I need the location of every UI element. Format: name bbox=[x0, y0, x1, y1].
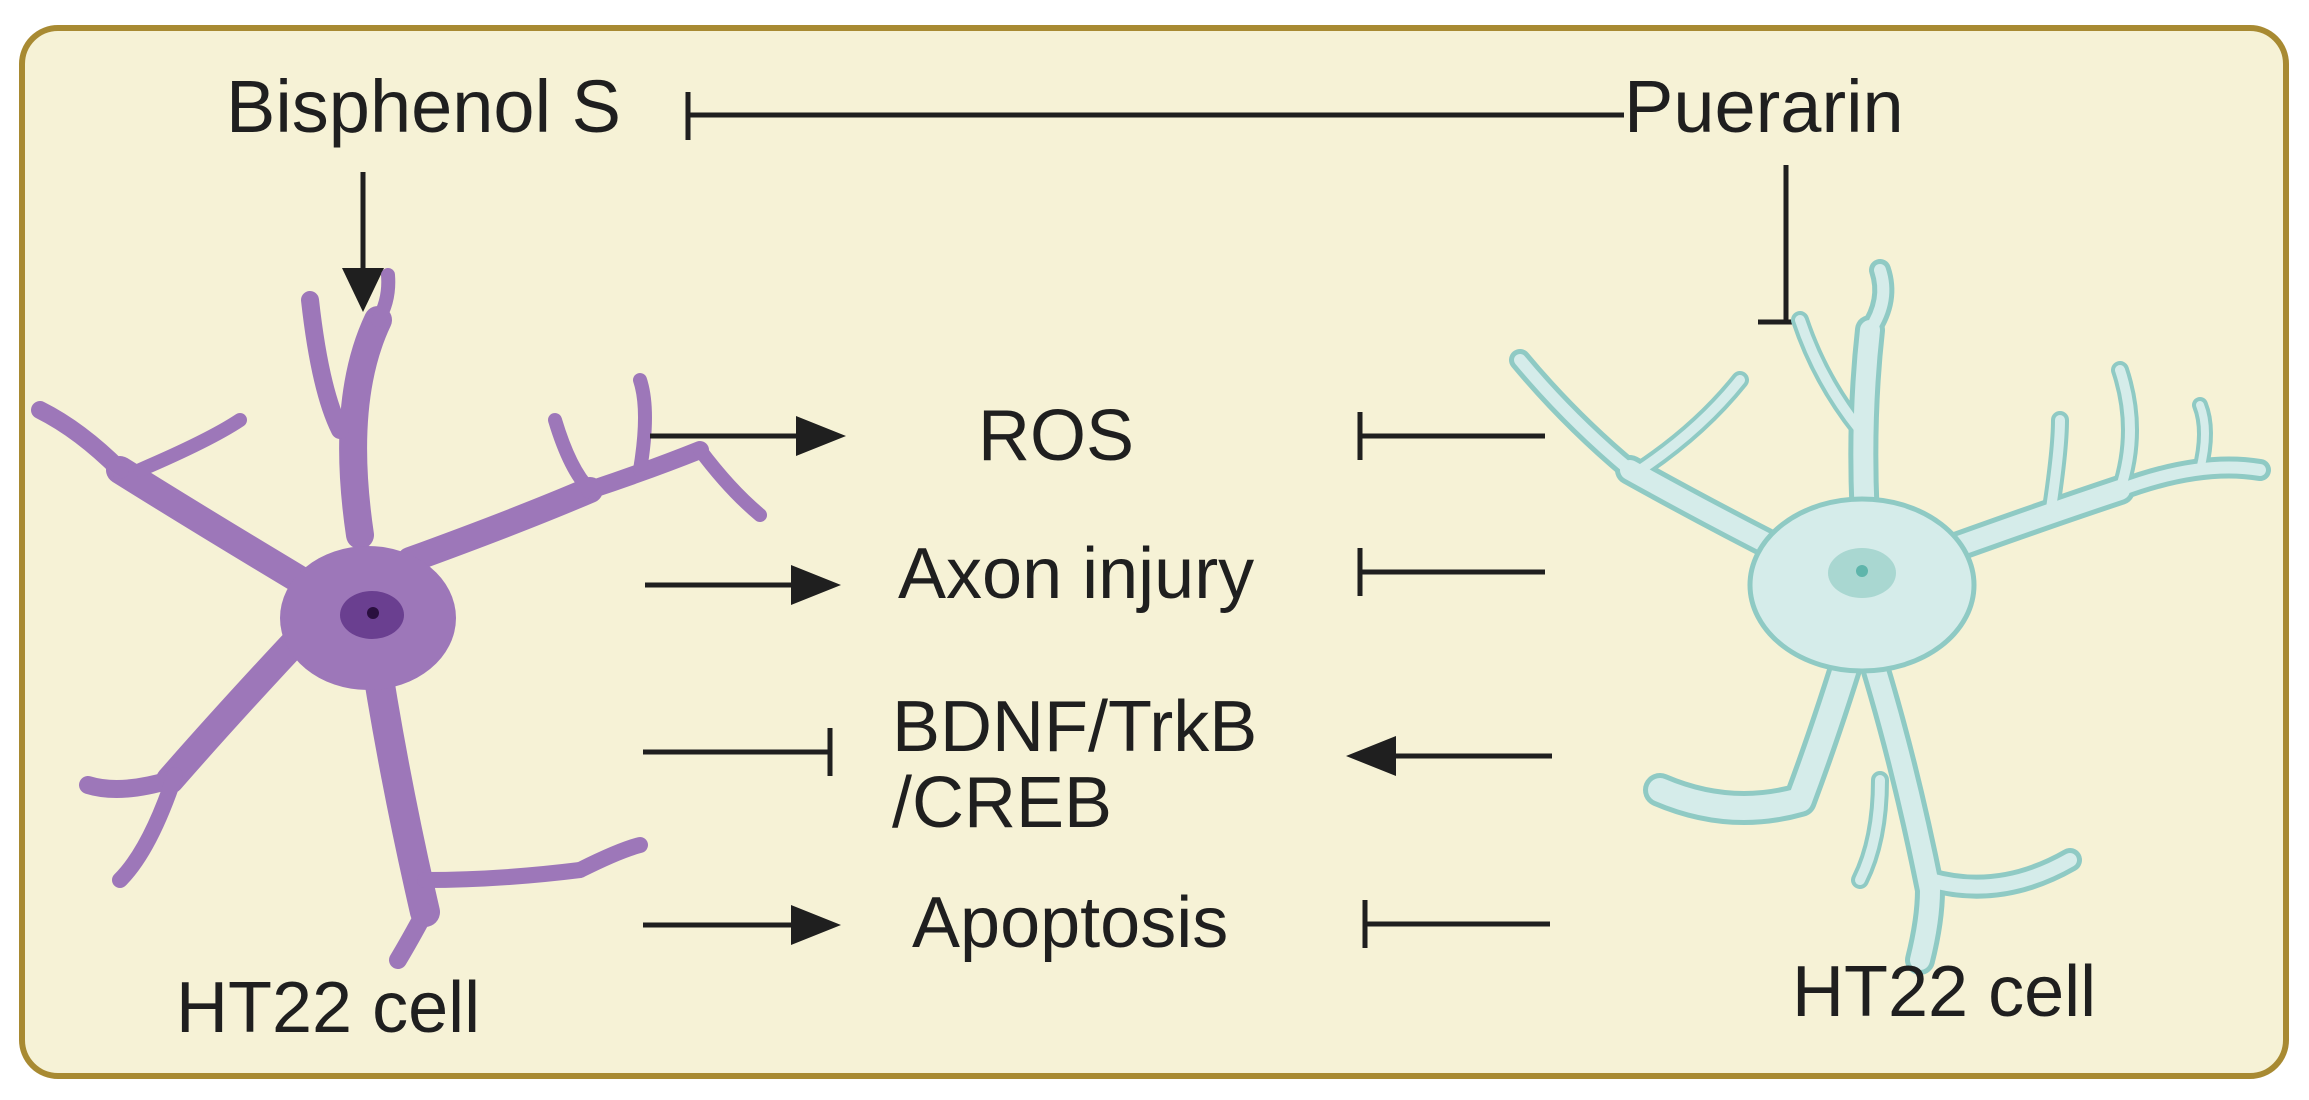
outcome-axon-injury-label: Axon injury bbox=[898, 534, 1255, 614]
puerarin-label: Puerarin bbox=[1624, 65, 1904, 148]
left-neuron-illustration bbox=[31, 268, 767, 969]
right-neuron-nucleolus bbox=[1856, 565, 1868, 577]
left-neuron-nucleolus bbox=[367, 607, 379, 619]
right-inhibits-apoptosis-connector bbox=[1362, 900, 1550, 948]
left-cell-label: HT22 cell bbox=[176, 968, 481, 1048]
bisphenol-to-left-cell-arrow bbox=[342, 172, 384, 312]
right-cell-label: HT22 cell bbox=[1792, 952, 2097, 1032]
outcome-ros-label: ROS bbox=[978, 396, 1135, 476]
outcome-bdnf-line-1: BDNF/TrkB bbox=[892, 687, 1258, 767]
outcome-bdnf-line-2: /CREB bbox=[892, 762, 1113, 843]
left-inhibits-bdnf-connector bbox=[643, 728, 833, 776]
right-to-bdnf-arrow bbox=[1346, 736, 1552, 776]
right-inhibits-axon-injury-connector bbox=[1357, 548, 1545, 596]
left-to-ros-arrow bbox=[650, 416, 846, 456]
left-to-apoptosis-arrow bbox=[643, 905, 841, 945]
right-neuron-illustration bbox=[1509, 259, 2271, 975]
left-to-axon-injury-arrow bbox=[645, 565, 841, 605]
bisphenol-s-label: Bisphenol S bbox=[226, 65, 621, 148]
puerarin-inhibits-bisphenol-connector bbox=[685, 92, 1624, 140]
right-inhibits-ros-connector bbox=[1357, 412, 1545, 460]
outcome-bdnf-trkb-creb-label: BDNF/TrkB /CREB bbox=[892, 687, 1258, 843]
outcome-apoptosis-label: Apoptosis bbox=[912, 883, 1229, 963]
